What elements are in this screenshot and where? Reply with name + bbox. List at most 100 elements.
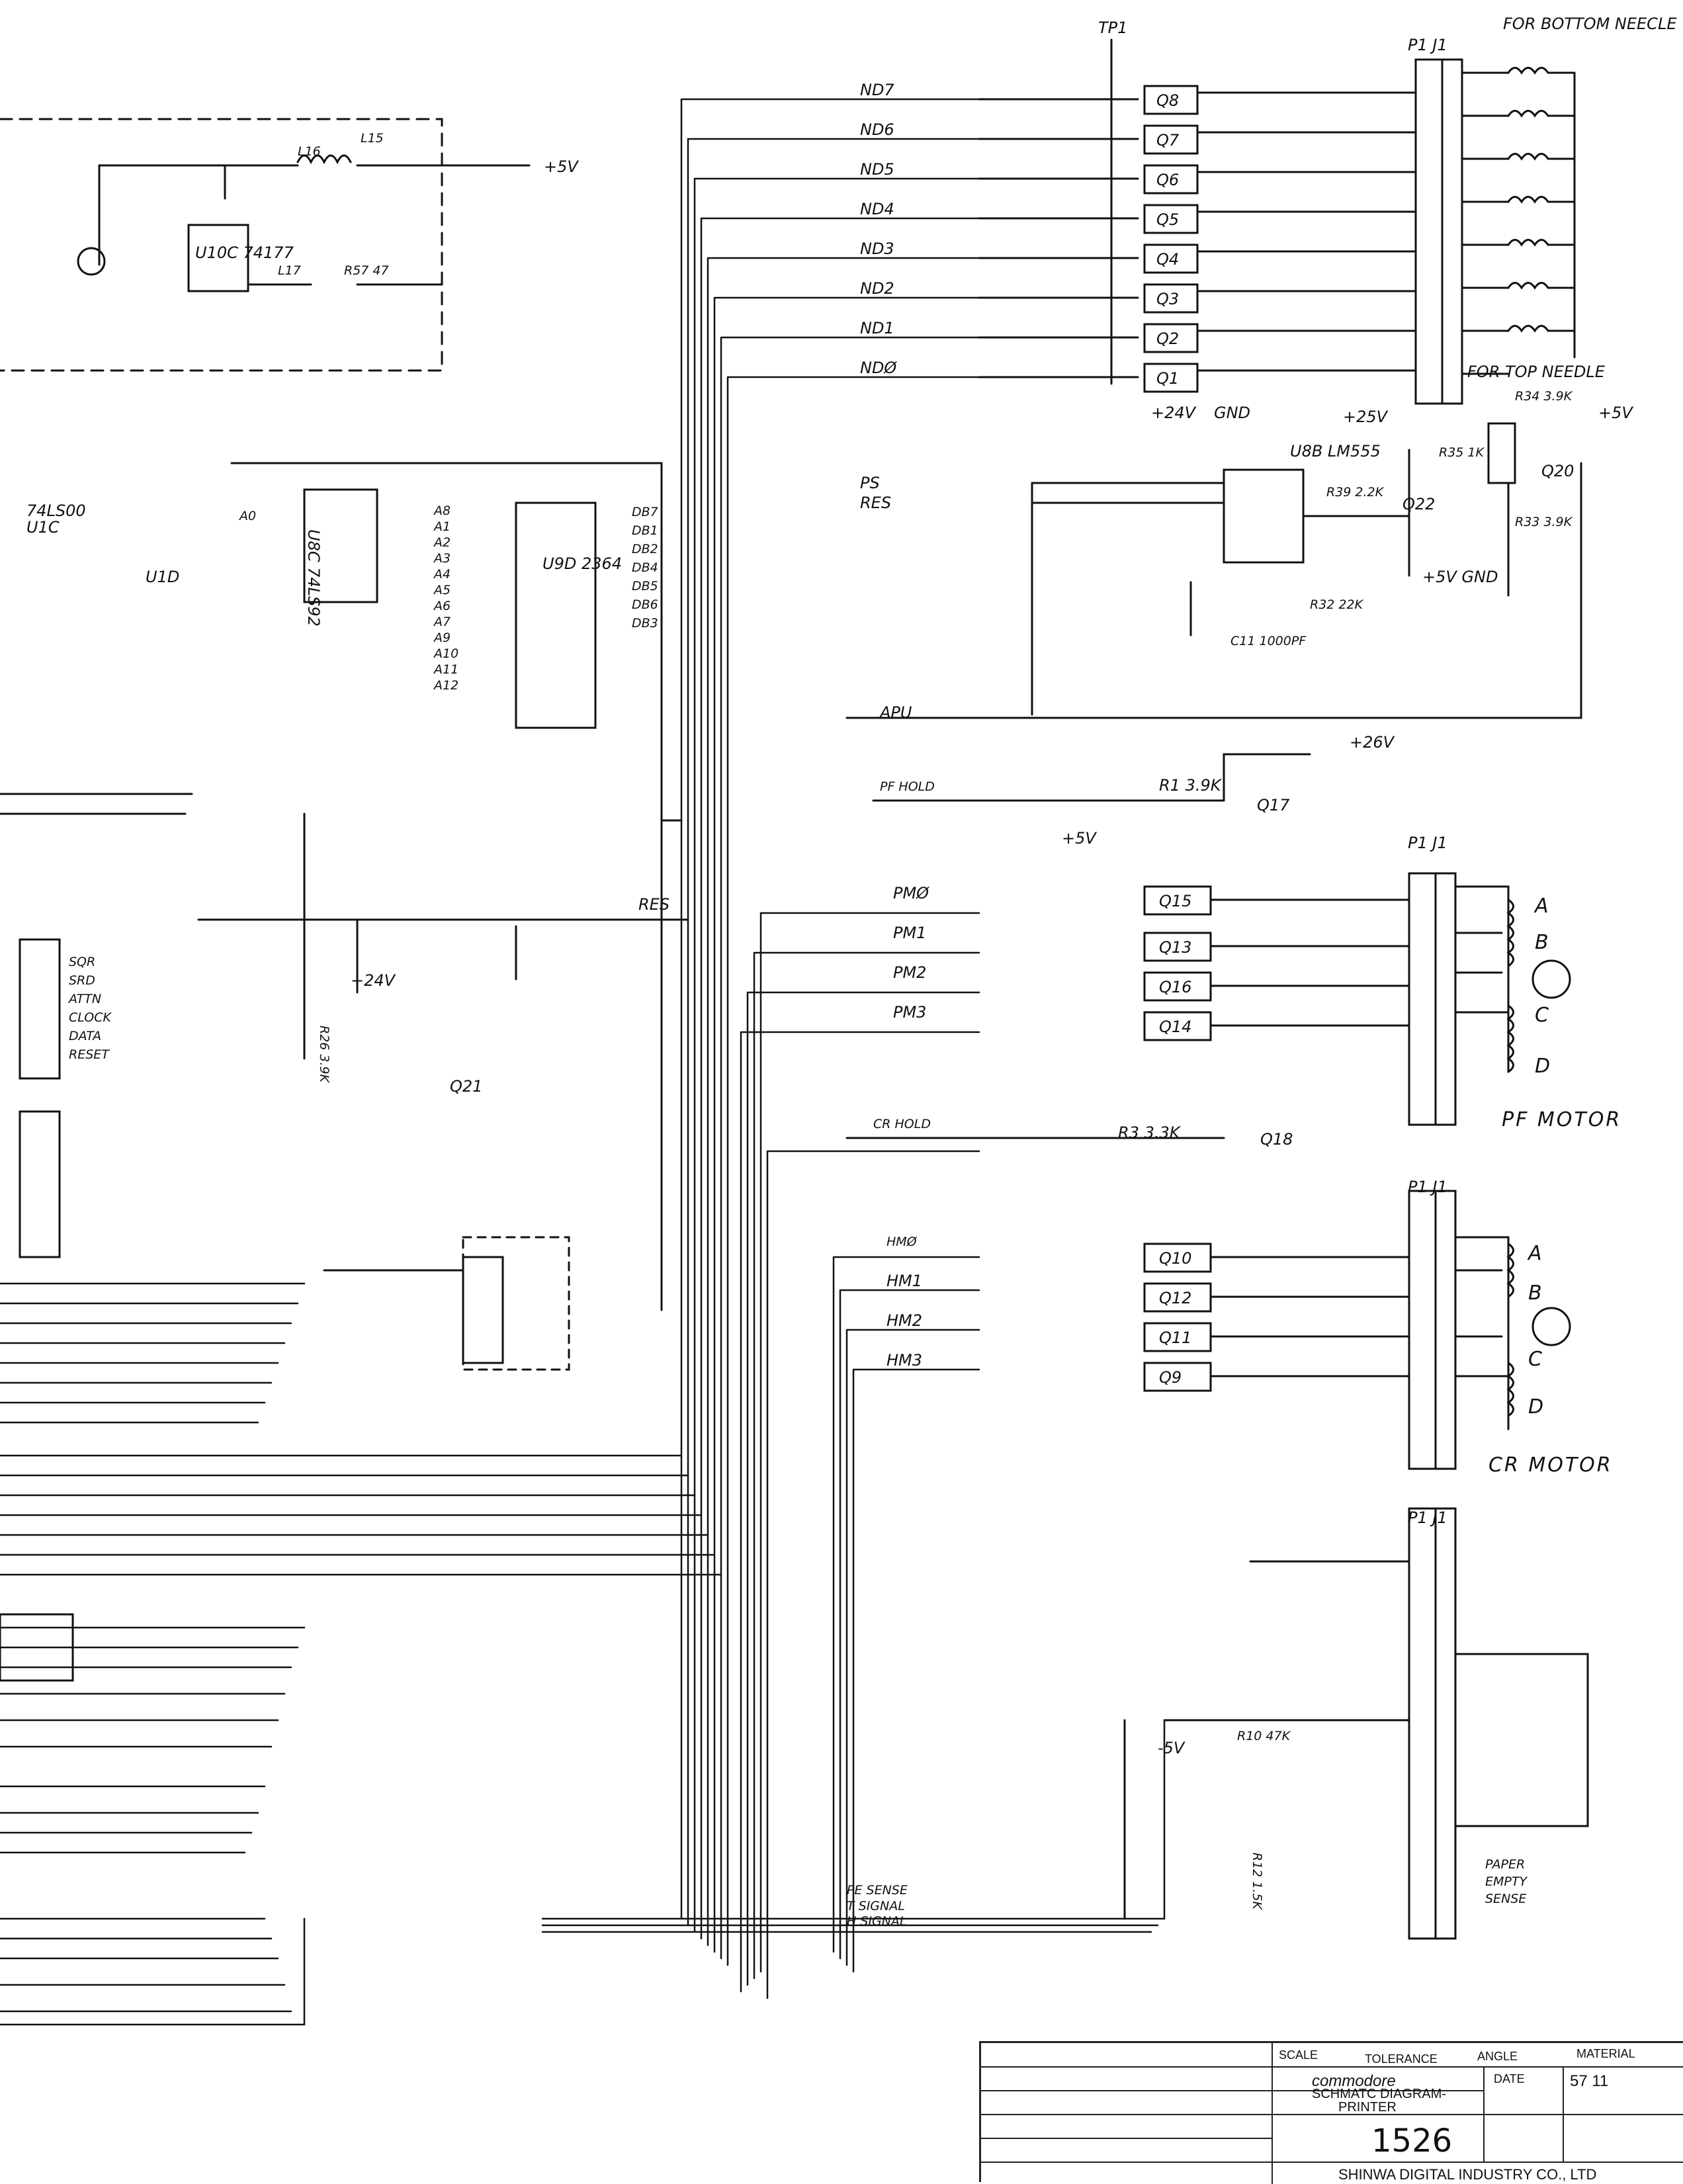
plus25v-label: +25V bbox=[1343, 408, 1388, 426]
connector-label: P1 J1 bbox=[1408, 36, 1447, 54]
title-brand: commodore bbox=[1312, 2072, 1396, 2090]
ic-u9d: U9D 2364 bbox=[542, 554, 623, 573]
cr-signal-2: HM2 bbox=[886, 1311, 923, 1330]
resistor-r39: R39 2.2K bbox=[1326, 485, 1384, 500]
cr-phase-d: D bbox=[1528, 1395, 1546, 1419]
gnd-label: GND bbox=[1214, 404, 1251, 422]
resistor-r32: R32 22K bbox=[1310, 597, 1363, 612]
inductor-l17: L17 bbox=[278, 263, 301, 278]
needle-signal-nd2: ND2 bbox=[860, 279, 894, 298]
needle-section-title: FOR BOTTOM NEECLE bbox=[1503, 15, 1677, 33]
transistor-q15: Q15 bbox=[1159, 892, 1192, 910]
plus24v-label: +24V bbox=[1151, 404, 1196, 422]
transistor-q7: Q7 bbox=[1156, 131, 1180, 150]
u8c-address-labels: A0 bbox=[239, 509, 257, 523]
pf-signal-1: PM1 bbox=[893, 924, 927, 942]
needle-signal-nd5: ND5 bbox=[860, 160, 894, 179]
resistor-r1: R1 3.9K bbox=[1159, 776, 1221, 795]
transistor-q10: Q10 bbox=[1159, 1249, 1192, 1268]
left-port-labels: SQR SRD ATTN CLOCK DATA RESET bbox=[69, 955, 111, 1062]
ic-u10c: U10C 74177 bbox=[195, 243, 294, 262]
signal-t-signal: T SIGNAL bbox=[847, 1899, 905, 1913]
transistor-q3: Q3 bbox=[1156, 290, 1180, 308]
ic-u8b: U8B LM555 bbox=[1290, 442, 1381, 460]
signal-pe-sense: PE SENSE bbox=[847, 1883, 908, 1898]
inductor-l16: L16 bbox=[298, 144, 321, 159]
title-date-label: DATE bbox=[1494, 2072, 1525, 2085]
top-needle-label: FOR TOP NEEDLE bbox=[1467, 363, 1605, 381]
inductor-l15: L15 bbox=[361, 131, 384, 146]
data-bus-labels: DB7 DB1 DB2 DB4 DB5 DB6 DB3 bbox=[632, 505, 658, 631]
cr-phase-a: A bbox=[1528, 1242, 1544, 1265]
pf-phase-d: D bbox=[1535, 1055, 1553, 1078]
plus5v-label: +5V bbox=[544, 157, 578, 176]
title-block-grid bbox=[981, 2043, 1683, 2184]
address-bus-labels: A8 A1 A2 A3 A4 A5 A6 A7 A9 A10 A11 A12 bbox=[434, 503, 459, 693]
resistor-r57: R57 47 bbox=[344, 263, 389, 278]
needle-signal-nd7: ND7 bbox=[860, 81, 894, 99]
pf-signal-0: PMØ bbox=[893, 884, 929, 902]
resistor-r10: R10 47K bbox=[1237, 1729, 1291, 1743]
cr-motor-label: CR MOTOR bbox=[1489, 1454, 1613, 1477]
signal-h-signal: H SIGNAL bbox=[847, 1914, 907, 1929]
title-date-value: 57 11 bbox=[1570, 2072, 1609, 2090]
transistor-q11: Q11 bbox=[1159, 1329, 1192, 1347]
title-material: MATERIAL bbox=[1576, 2047, 1635, 2060]
signal-res: RES bbox=[860, 494, 892, 512]
transistor-q16: Q16 bbox=[1159, 978, 1192, 996]
pf-motor-label: PF MOTOR bbox=[1502, 1108, 1622, 1131]
transistor-q6: Q6 bbox=[1156, 171, 1180, 189]
title-line-1: SCHMATC DIAGRAM- bbox=[1312, 2087, 1446, 2101]
transistor-q2: Q2 bbox=[1156, 329, 1180, 348]
transistor-q22: Q22 bbox=[1402, 495, 1436, 513]
resistor-r33: R33 3.9K bbox=[1515, 515, 1573, 529]
transistor-q8: Q8 bbox=[1156, 91, 1180, 110]
transistor-q20: Q20 bbox=[1541, 462, 1575, 480]
transistor-q5: Q5 bbox=[1156, 210, 1180, 229]
signal-res-2: RES bbox=[638, 895, 670, 914]
transistor-q12: Q12 bbox=[1159, 1289, 1192, 1307]
transistor-q4: Q4 bbox=[1156, 250, 1180, 269]
ic-u1c: U1C bbox=[26, 518, 60, 537]
resistor-r35: R35 1K bbox=[1439, 445, 1484, 460]
cr-signal-1: HM1 bbox=[886, 1272, 923, 1290]
transistor-q18: Q18 bbox=[1260, 1130, 1293, 1149]
cr-phase-b: B bbox=[1528, 1282, 1544, 1305]
test-point-label: TP1 bbox=[1098, 19, 1128, 37]
pf-connector-label: P1 J1 bbox=[1408, 834, 1447, 852]
ic-74ls00: 74LS00 bbox=[26, 502, 86, 520]
transistor-q1: Q1 bbox=[1156, 369, 1180, 388]
needle-signal-nd6: ND6 bbox=[860, 120, 894, 139]
pf-signal-3: PM3 bbox=[893, 1003, 927, 1022]
resistor-r26: R26 3.9K bbox=[317, 1026, 331, 1083]
pe-connector-label: P1 J1 bbox=[1408, 1508, 1447, 1527]
cr-connector-label: P1 J1 bbox=[1408, 1178, 1447, 1196]
title-block: SCALE TOLERANCE ANGLE MATERIAL commodore… bbox=[979, 2041, 1683, 2184]
cr-signal-0: HMØ bbox=[886, 1235, 917, 1249]
minus5v-label: -5V bbox=[1158, 1739, 1185, 1757]
signal-pf-hold: PF HOLD bbox=[880, 779, 935, 794]
pf-phase-b: B bbox=[1535, 931, 1551, 954]
transistor-q9: Q9 bbox=[1159, 1368, 1182, 1387]
resistor-r3: R3 3.3K bbox=[1118, 1123, 1180, 1142]
title-angle: ANGLE bbox=[1477, 2050, 1518, 2063]
resistor-r34: R34 3.9K bbox=[1515, 389, 1573, 404]
plus5v-right-label: +5V bbox=[1598, 404, 1633, 422]
company-name: SHINWA DIGITAL INDUSTRY CO., LTD bbox=[1338, 2166, 1597, 2183]
title-line-2: PRINTER bbox=[1338, 2100, 1397, 2115]
pf-phase-c: C bbox=[1535, 1004, 1551, 1027]
title-tolerance: TOLERANCE bbox=[1365, 2052, 1438, 2066]
transistor-q14: Q14 bbox=[1159, 1018, 1192, 1036]
needle-signal-nd4: ND4 bbox=[860, 200, 894, 218]
pf-signal-2: PM2 bbox=[893, 963, 927, 982]
signal-cr-hold: CR HOLD bbox=[873, 1117, 931, 1131]
transistor-q21: Q21 bbox=[450, 1077, 483, 1096]
paper-empty-label: PAPER EMPTY SENSE bbox=[1485, 1857, 1528, 1906]
needle-signal-nd3: ND3 bbox=[860, 240, 894, 258]
plus5v-gnd-label: +5V GND bbox=[1422, 568, 1498, 586]
signal-ps: PS bbox=[860, 474, 880, 492]
title-scale: SCALE bbox=[1279, 2048, 1318, 2062]
plus26v-label: +26V bbox=[1350, 733, 1395, 752]
resistor-r12: R12 1.5K bbox=[1250, 1853, 1264, 1910]
